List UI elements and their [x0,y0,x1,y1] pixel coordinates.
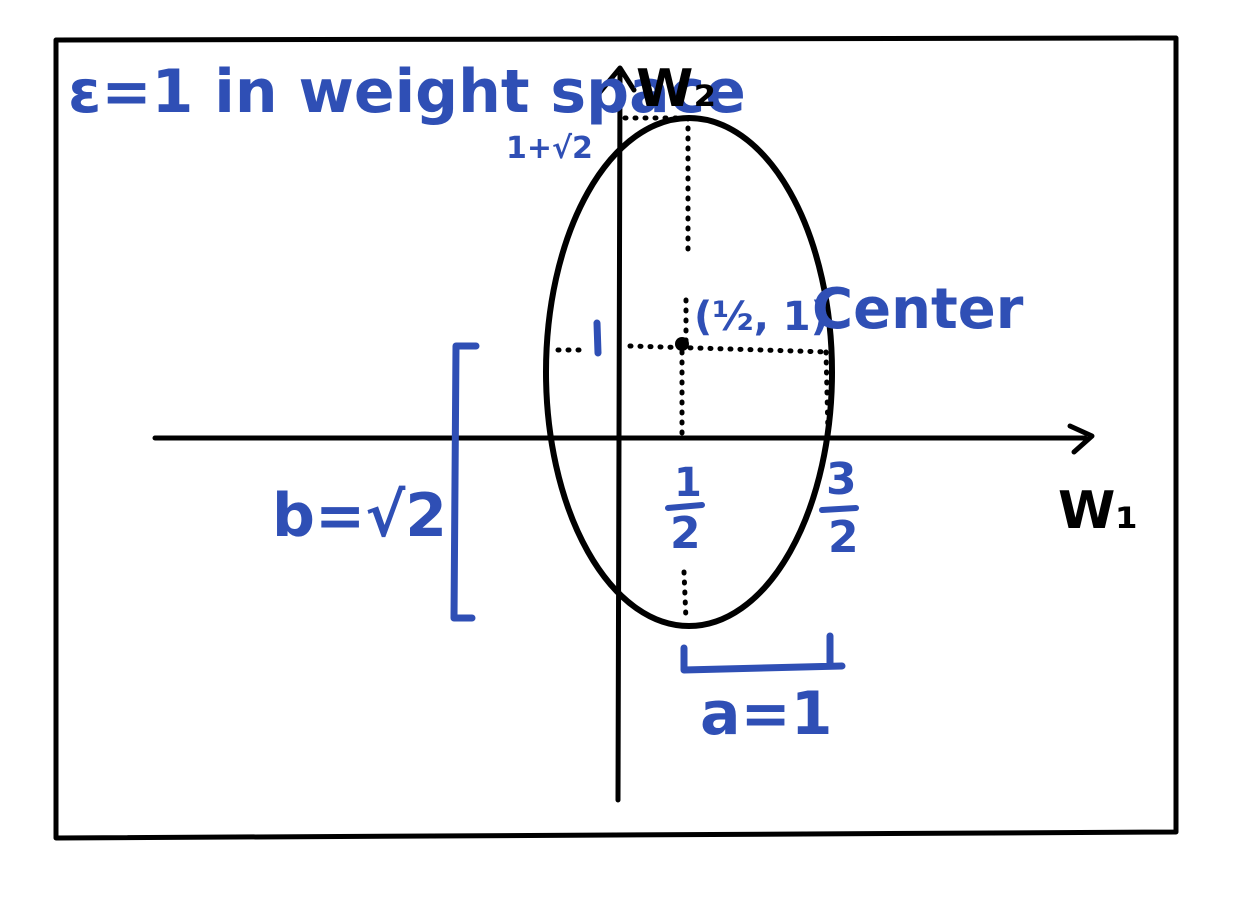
a-bracket [680,632,846,674]
frame-border [53,35,1179,841]
title-text: ε=1 in weight space [68,57,746,127]
x-tick-three-halves-denominator: 2 [828,512,859,563]
y-axis-label: W₂ [636,59,716,119]
frac-three-halves-bar [819,505,859,513]
x-tick-half-denominator: 2 [670,508,701,559]
top-value-label: 1+√2 [506,131,593,166]
dotted-horizontal-guide-right [627,343,831,355]
dotted-vertical-guide-bottom [681,569,689,623]
x-tick-half-numerator: 1 [674,460,702,506]
b-bracket [450,342,480,622]
frac-half-bar [665,502,705,511]
x-tick-three-halves-numerator: 3 [826,454,857,505]
b-value-label: b=√2 [272,481,447,551]
y-axis [615,72,623,803]
dotted-right-vertical-guide [823,349,831,435]
y-tick-1-mark [593,319,602,357]
center-coordinate-label: (½, 1) [694,294,829,340]
x-axis-label: W₁ [1058,481,1138,541]
x-axis-arrowhead [1067,423,1095,455]
a-value-label: a=1 [700,679,833,749]
y-axis-arrowhead [597,65,637,95]
center-point [675,337,689,351]
center-word-label: Center [812,277,1024,342]
